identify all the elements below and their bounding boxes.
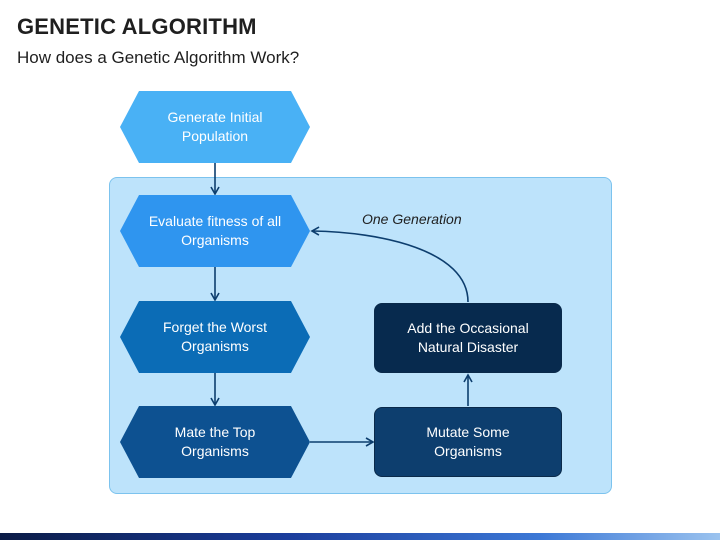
slide-subtitle: How does a Genetic Algorithm Work? <box>17 48 300 67</box>
step-mate-top: Mate the Top Organisms <box>120 406 310 478</box>
step-evaluate-fitness: Evaluate fitness of all Organisms <box>120 195 310 267</box>
arrow-loop-back <box>310 226 469 303</box>
step-natural-disaster: Add the Occasional Natural Disaster <box>374 303 562 373</box>
slide-title: GENETIC ALGORITHM <box>17 14 257 39</box>
step-generate-initial-population: Generate Initial Population <box>120 91 310 163</box>
step-forget-worst: Forget the Worst Organisms <box>120 301 310 373</box>
loop-label: One Generation <box>362 211 462 227</box>
step-mutate-some: Mutate Some Organisms <box>374 407 562 477</box>
footer-accent-bar <box>0 533 720 540</box>
